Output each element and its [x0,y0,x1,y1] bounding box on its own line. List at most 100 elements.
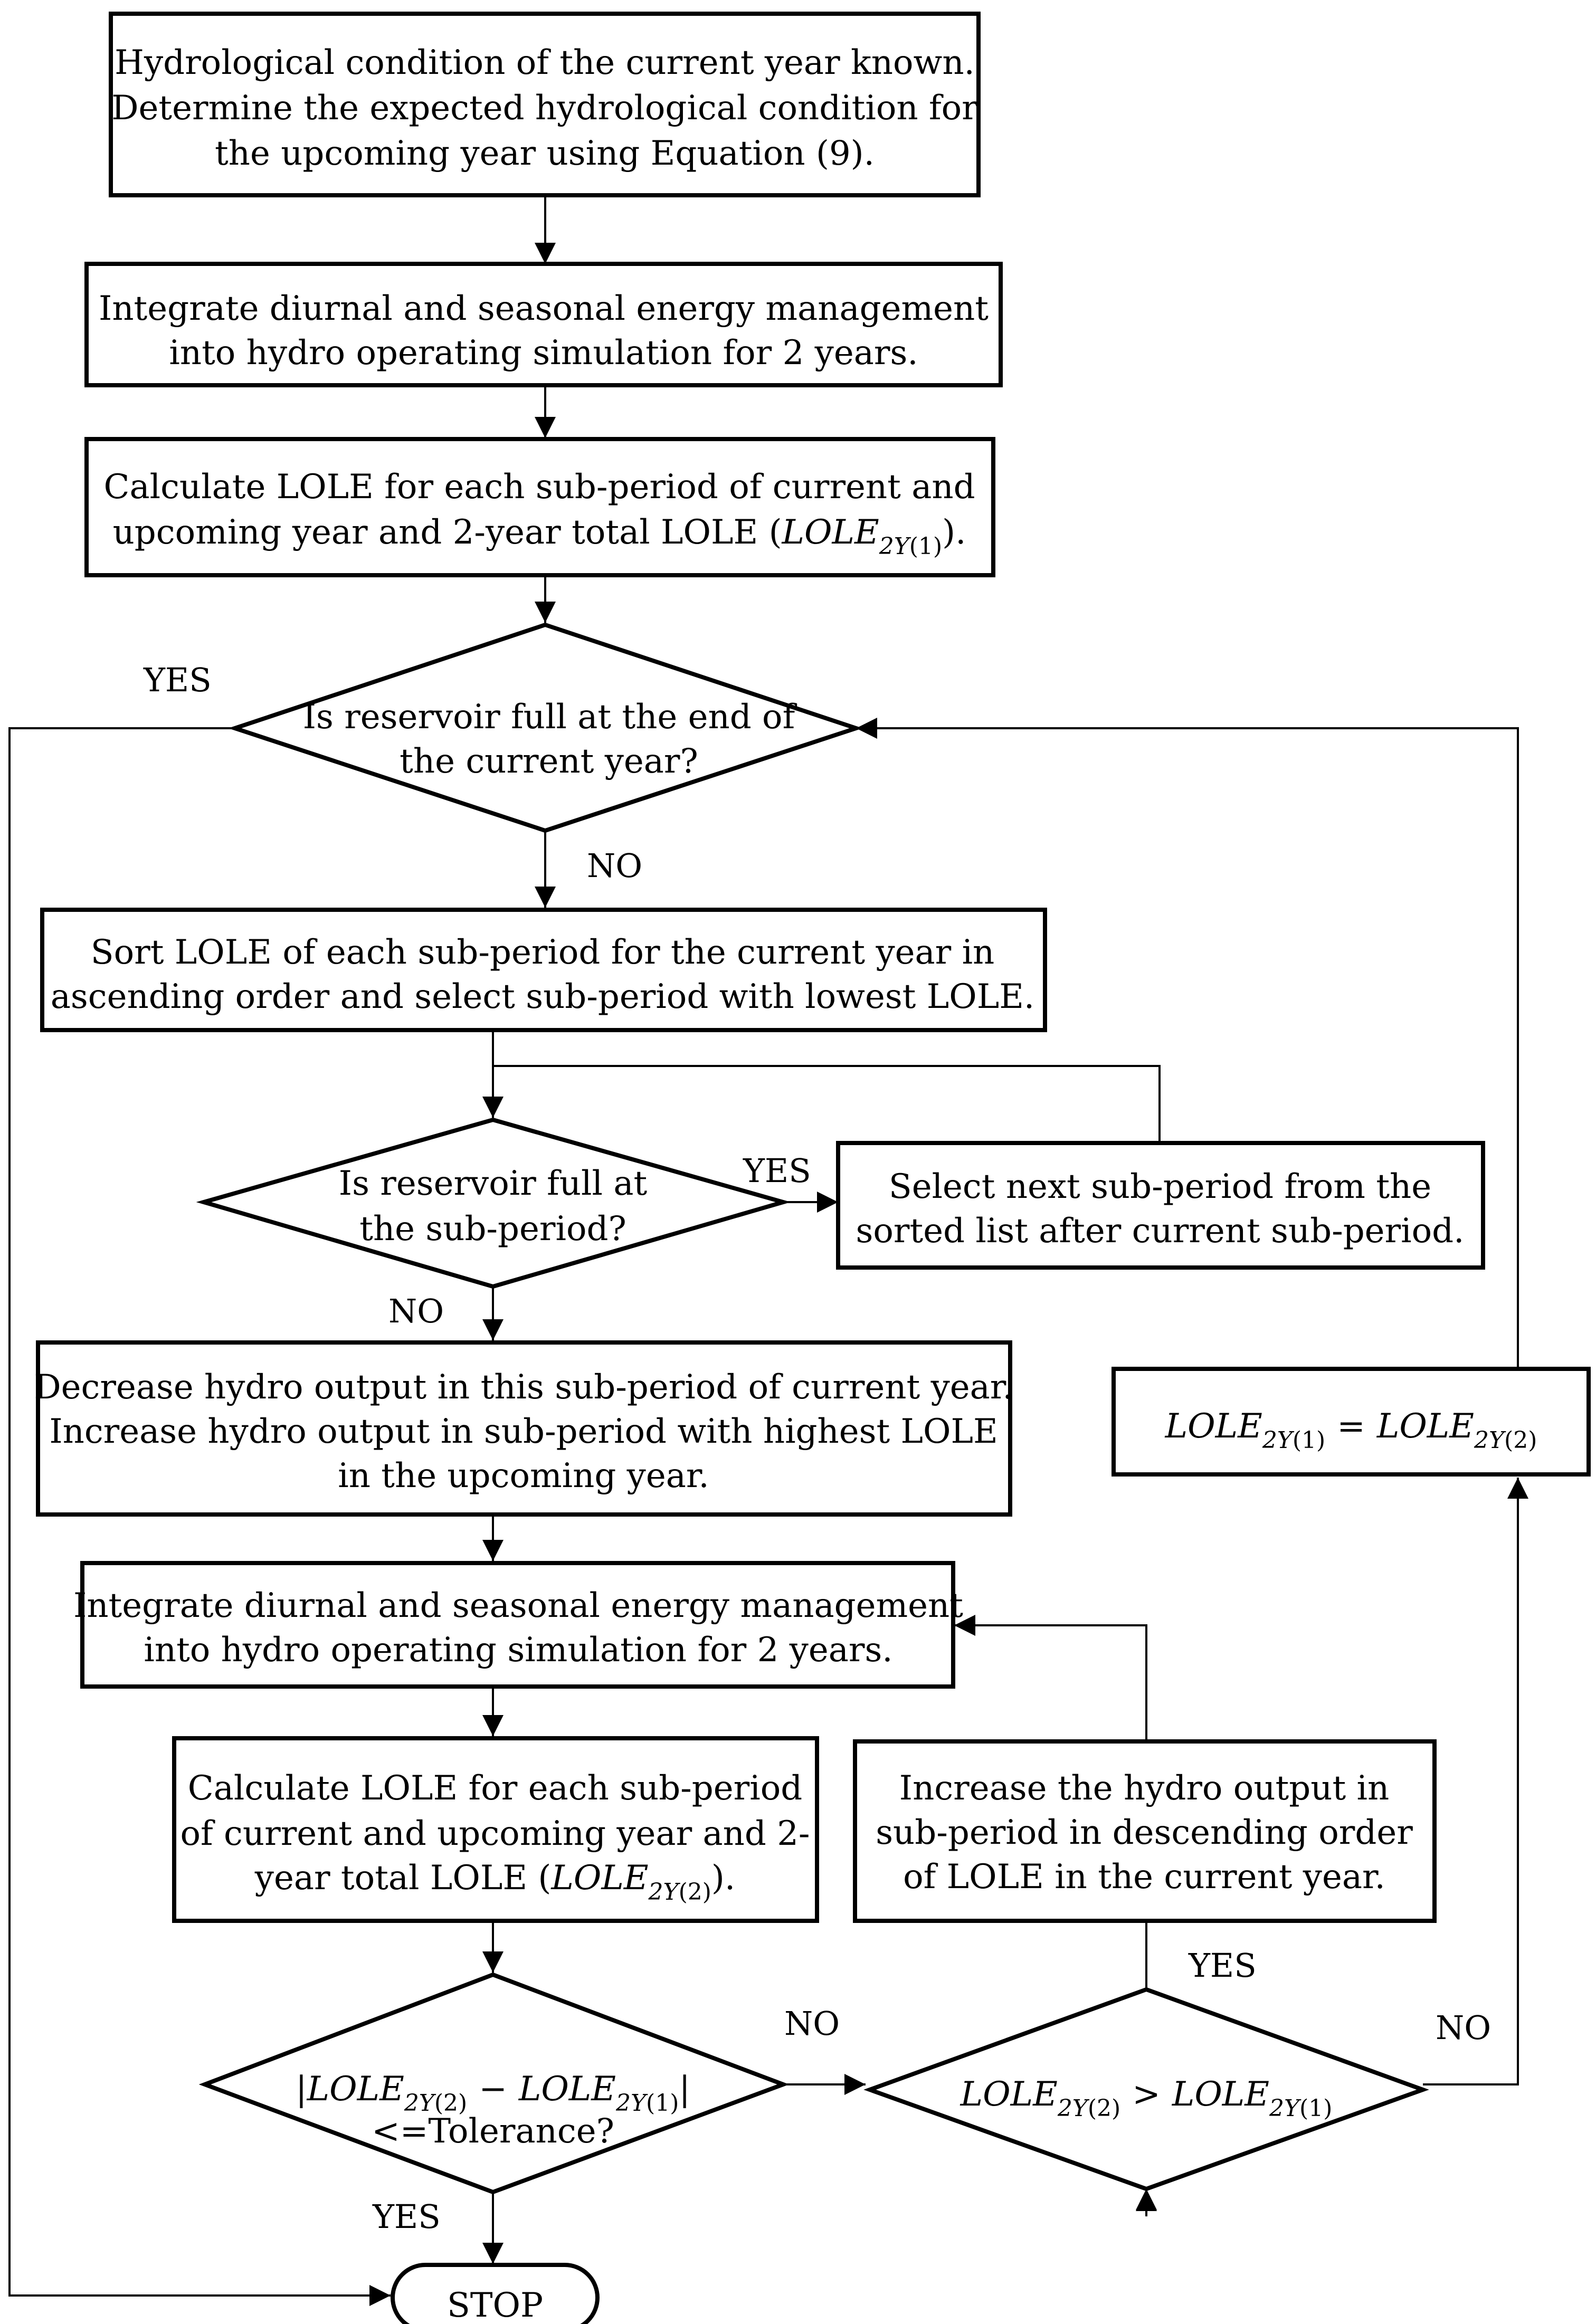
decision-reservoir-full-subperiod-line2: the sub-period? [359,1209,626,1249]
box-select-next-subperiod-frame [836,1141,1485,1270]
label-yes-d4: YES [1188,1946,1257,1985]
cmp-lole-2y1-index: (1) [1299,2095,1332,2122]
lole-2y2-symbol: LOLE [550,1859,648,1898]
label-yes-d1: YES [143,661,212,699]
lole-2y2-subscript: 2Y [648,1879,681,1906]
lole-2y1-left-subscript: 2Y [1262,1427,1295,1454]
box-calculate-lole-1-line1: Calculate LOLE for each sub-period of cu… [103,468,975,507]
box-sort-lole-line1: Sort LOLE of each sub-period for the cur… [91,933,995,972]
box-sort-lole-frame [40,908,1047,1032]
equals-sign: = [1337,1407,1365,1446]
decision-reservoir-full-year: Is reservoir full at the end of the curr… [228,622,863,833]
lole-2y1-symbol: LOLE [782,513,879,552]
label-yes-d2: YES [743,1151,811,1190]
lole-2y1-index: (1) [909,533,942,560]
box-sort-lole-line2: ascending order and select sub-period wi… [51,977,1035,1016]
lole-2y2-right-subscript: 2Y [1474,1427,1506,1454]
box-calculate-lole-2-prefix: year total LOLE ( [254,1859,552,1898]
box-decrease-increase-hydro-line1: Decrease hydro output in this sub-period… [34,1368,1013,1407]
lole-2y1-left-index: (1) [1293,1427,1325,1454]
box-lole-assignment-frame [1112,1367,1591,1477]
decision-reservoir-full-subperiod: Is reservoir full at the sub-period? [196,1117,791,1289]
box-calculate-lole-2-line2: of current and upcoming year and 2- [180,1814,810,1853]
decision-reservoir-full-year-frame [228,622,863,833]
box-select-next-subperiod: Select next sub-period from the sorted l… [836,1141,1485,1270]
box-integrate-management-1-line2: into hydro operating simulation for 2 ye… [169,334,918,373]
cmp-lole-2y2-subscript: 2Y [1057,2095,1090,2122]
box-integrate-management-1-line1: Integrate diurnal and seasonal energy ma… [99,289,989,328]
decision-tolerance: |LOLE2Y(2)−LOLE2Y(1)| <=Tolerance? [198,1972,790,2195]
box-increase-hydro-descending-line2: sub-period in descending order [876,1813,1413,1852]
loop-b5-d2 [493,1065,1161,1141]
arrow-d4-no-b10 [1423,1478,1528,2085]
decision-tolerance-frame [198,1972,790,2195]
cmp-lole-2y1-subscript: 2Y [1269,2095,1302,2122]
box-select-next-subperiod-line1: Select next sub-period from the [889,1167,1431,1206]
label-no-d2: NO [388,1292,444,1330]
box-calculate-lole-2-line1: Calculate LOLE for each sub-period [188,1769,802,1808]
decision-tolerance-line2: <=Tolerance? [372,2112,614,2151]
lole-2y2-right-symbol: LOLE [1376,1407,1474,1446]
decision-reservoir-full-subperiod-line1: Is reservoir full at [339,1164,648,1203]
stop-terminator-frame [391,2263,600,2324]
box-calculate-lole-1-line2: upcoming year and 2-year total LOLE (LOL… [113,513,966,560]
tol-lole-2y2-index: (2) [434,2090,467,2117]
label-yes-d3: YES [372,2197,441,2236]
box-integrate-management-2-line2: into hydro operating simulation for 2 ye… [144,1631,892,1670]
arrow-b10-d1 [856,718,1519,1367]
box-calculate-lole-1: Calculate LOLE for each sub-period of cu… [84,437,995,577]
greater-than-sign: > [1132,2075,1161,2114]
box-increase-hydro-descending: Increase the hydro output in sub-period … [853,1739,1437,1923]
box-hydrological-condition-line3: the upcoming year using Equation (9). [215,134,875,173]
box-integrate-management-2-frame [80,1561,955,1689]
tol-lole-2y2-subscript: 2Y [404,2090,436,2117]
connectors [8,195,1528,2306]
box-integrate-management-1: Integrate diurnal and seasonal energy ma… [84,262,1003,387]
lole-2y2-index: (2) [679,1879,711,1906]
tol-lole-2y1-subscript: 2Y [615,2090,648,2117]
cmp-lole-2y2-symbol: LOLE [960,2075,1058,2114]
lole-2y1-subscript: 2Y [879,533,911,560]
decision-tolerance-line1: |LOLE2Y(2)−LOLE2Y(1)| [296,2070,690,2117]
arrow-d1-yes-stop [8,727,391,2306]
cmp-lole-2y2-index: (2) [1088,2095,1120,2122]
tol-lole-2y1-symbol: LOLE [518,2070,616,2109]
tol-lole-2y1-index: (1) [646,2090,679,2117]
abs-bar-left: | [296,2070,307,2109]
box-calculate-lole-2-line3: year total LOLE (LOLE2Y(2)). [254,1859,735,1906]
box-decrease-increase-hydro: Decrease hydro output in this sub-period… [34,1340,1013,1517]
box-calculate-lole-1-suffix: ). [942,513,966,552]
box-decrease-increase-hydro-line3: in the upcoming year. [338,1456,709,1496]
label-no-d4: NO [1436,2008,1491,2047]
box-lole-assignment-equation: LOLE2Y(1)=LOLE2Y(2) [1165,1407,1537,1454]
box-increase-hydro-descending-line1: Increase the hydro output in [899,1769,1389,1808]
box-integrate-management-2: Integrate diurnal and seasonal energy ma… [73,1561,963,1689]
box-hydrological-condition-frame [109,12,981,197]
decision-reservoir-full-year-line1: Is reservoir full at the end of [303,698,797,737]
box-increase-hydro-descending-line3: of LOLE in the current year. [903,1858,1385,1897]
box-calculate-lole-2-frame [172,1736,819,1923]
lole-2y2-right-index: (2) [1504,1427,1537,1454]
box-hydrological-condition-line2: Determine the expected hydrological cond… [111,89,978,128]
decision-lole-greater-frame [863,1987,1429,2192]
box-increase-hydro-descending-frame [853,1739,1437,1923]
decision-reservoir-full-subperiod-frame [196,1117,791,1289]
box-decrease-increase-hydro-line2: Increase hydro output in sub-period with… [49,1412,998,1451]
box-calculate-lole-1-frame [84,437,995,577]
cmp-lole-2y1-symbol: LOLE [1172,2075,1269,2114]
lole-2y1-left-symbol: LOLE [1165,1407,1262,1446]
decision-lole-greater: LOLE2Y(2)>LOLE2Y(1) [863,1987,1429,2192]
box-hydrological-condition: Hydrological condition of the current ye… [109,12,981,197]
box-calculate-lole-2: Calculate LOLE for each sub-period of cu… [172,1736,819,1923]
box-integrate-management-2-line1: Integrate diurnal and seasonal energy ma… [73,1586,963,1625]
stop-terminator: STOP [391,2263,600,2324]
abs-bar-right: | [679,2070,690,2109]
box-calculate-lole-2-suffix: ). [711,1859,735,1898]
tol-lole-2y2-symbol: LOLE [307,2070,404,2109]
box-decrease-increase-hydro-frame [36,1340,1012,1517]
decision-lole-greater-expression: LOLE2Y(2)>LOLE2Y(1) [960,2075,1333,2122]
decision-reservoir-full-year-line2: the current year? [400,742,698,781]
box-sort-lole: Sort LOLE of each sub-period for the cur… [40,908,1047,1032]
